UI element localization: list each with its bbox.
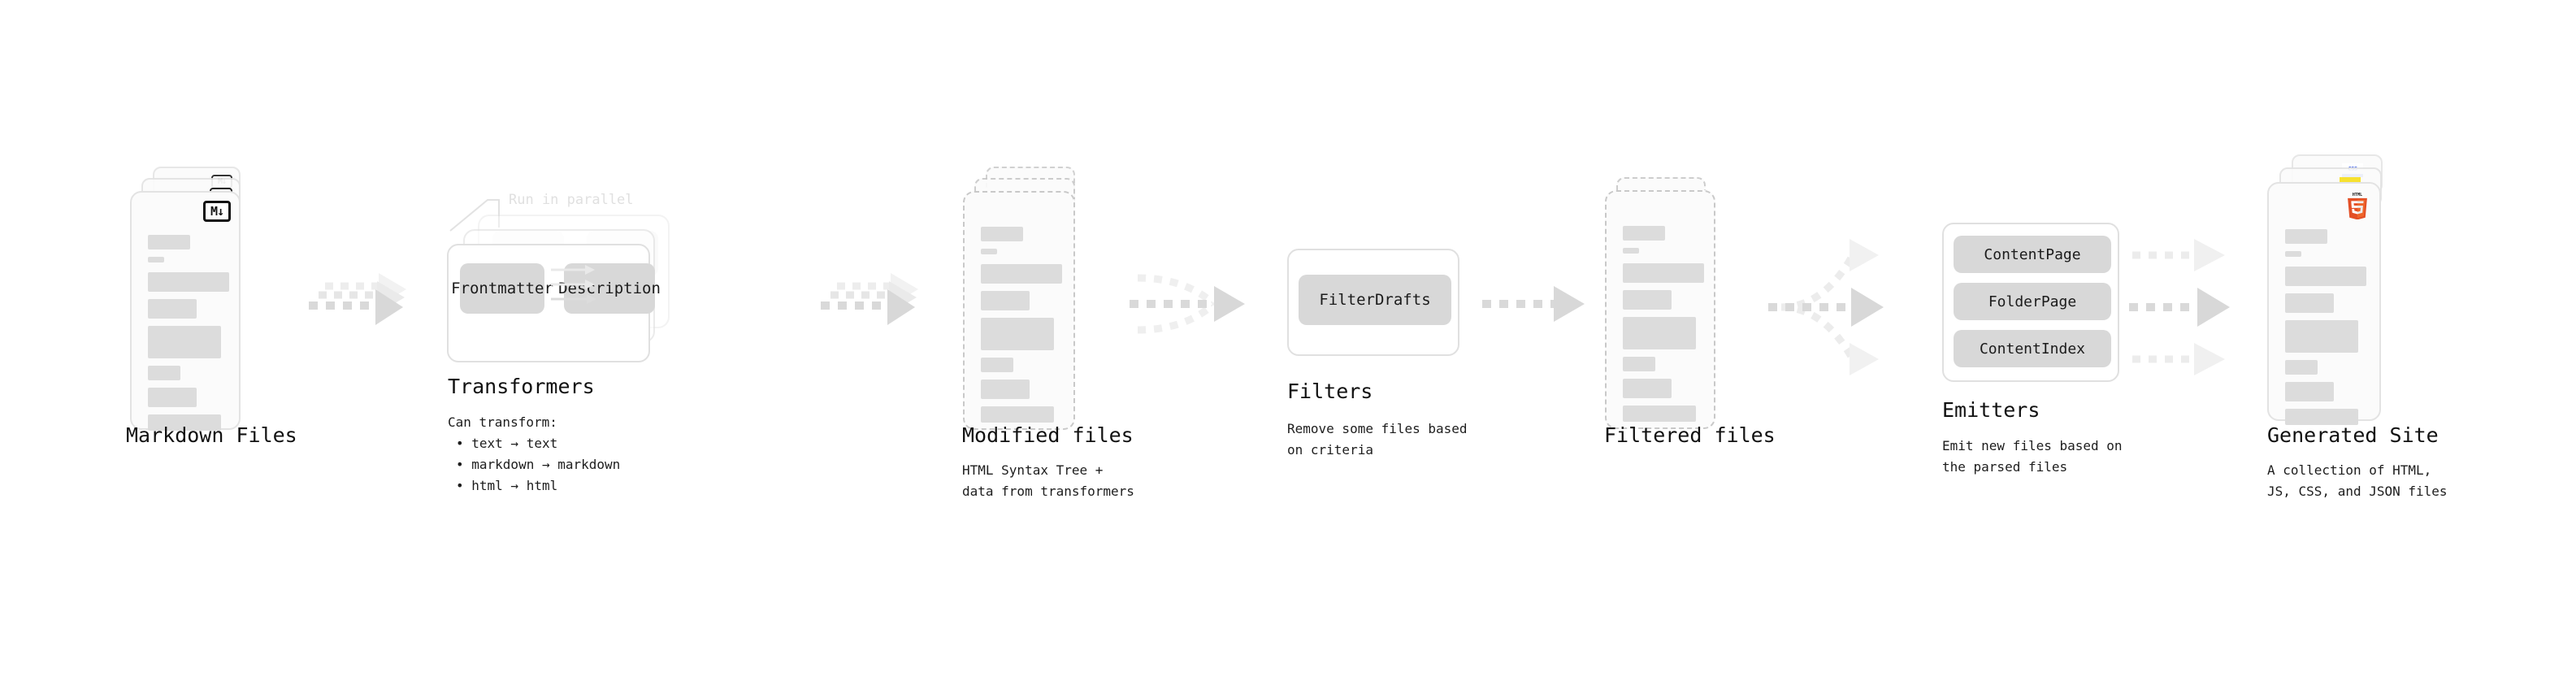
skeleton-bar bbox=[2285, 229, 2327, 244]
skeleton-bar bbox=[1623, 357, 1655, 371]
stage-title-generated-site: Generated Site bbox=[2267, 423, 2439, 447]
stage-title-emitters: Emitters bbox=[1942, 398, 2040, 422]
connector-filters-to-filtered bbox=[1482, 286, 1585, 322]
transformers-bullet-0: • text → text bbox=[456, 436, 558, 451]
filtered-page-front bbox=[1605, 190, 1715, 429]
skeleton-bar bbox=[1623, 263, 1704, 283]
chip-frontmatter[interactable]: Frontmatter bbox=[451, 263, 553, 314]
skeleton-bar bbox=[148, 366, 180, 380]
transformer-panel-front[interactable]: Frontmatter Description bbox=[447, 244, 661, 362]
doc-skeleton bbox=[1623, 226, 1704, 429]
skeleton-bar bbox=[981, 249, 997, 254]
filters-caption: Remove some files based on criteria bbox=[1287, 421, 1468, 458]
skeleton-bar bbox=[981, 318, 1054, 350]
skeleton-bar bbox=[2285, 382, 2334, 401]
doc-skeleton bbox=[981, 227, 1062, 430]
skeleton-bar bbox=[981, 406, 1054, 423]
html5-icon: HTML bbox=[2348, 193, 2367, 219]
skeleton-bar bbox=[1623, 248, 1639, 254]
markdown-page-front: M↓ bbox=[130, 191, 241, 431]
skeleton-bar bbox=[981, 380, 1030, 399]
skeleton-bar bbox=[981, 227, 1023, 241]
skeleton-bar bbox=[148, 272, 229, 292]
chip-contentindex[interactable]: ContentIndex bbox=[1954, 330, 2111, 367]
skeleton-bar bbox=[1623, 406, 1696, 422]
skeleton-bar bbox=[2285, 251, 2301, 257]
skeleton-bar bbox=[148, 257, 164, 262]
run-in-parallel-leader bbox=[449, 199, 500, 232]
chip-filterdrafts[interactable]: FilterDrafts bbox=[1299, 275, 1451, 325]
svg-text:HTML: HTML bbox=[2353, 193, 2362, 197]
skeleton-bar bbox=[1623, 290, 1672, 310]
skeleton-bar bbox=[981, 358, 1013, 372]
stage-title-filtered-files: Filtered files bbox=[1604, 423, 1776, 447]
connector-emitters-to-site bbox=[2129, 239, 2230, 375]
site-page-html: HTML bbox=[2267, 182, 2381, 425]
connector-modified-to-filters bbox=[1130, 274, 1245, 334]
skeleton-bar bbox=[148, 326, 221, 358]
skeleton-bar bbox=[148, 299, 197, 319]
stage-title-transformers: Transformers bbox=[448, 375, 595, 398]
skeleton-bar bbox=[2285, 409, 2358, 425]
doc-skeleton bbox=[148, 235, 229, 438]
skeleton-bar bbox=[1623, 379, 1672, 398]
connector-filtered-to-emitters bbox=[1768, 239, 1884, 375]
run-in-parallel-annotation: Run in parallel bbox=[509, 192, 634, 208]
modified-files-caption: HTML Syntax Tree + data from transformer… bbox=[962, 462, 1134, 499]
filters-panel[interactable]: FilterDrafts bbox=[1287, 249, 1459, 356]
skeleton-bar bbox=[2285, 267, 2366, 286]
chip-folderpage[interactable]: FolderPage bbox=[1954, 283, 2111, 320]
skeleton-bar bbox=[981, 291, 1030, 310]
skeleton-bar bbox=[2285, 360, 2318, 375]
connector-md-to-transformers bbox=[309, 273, 406, 325]
emitters-caption: Emit new files based on the parsed files bbox=[1942, 438, 2123, 475]
stage-title-markdown-files: Markdown Files bbox=[126, 423, 297, 447]
chip-contentpage[interactable]: ContentPage bbox=[1954, 236, 2111, 273]
skeleton-bar bbox=[2285, 293, 2334, 313]
stage-title-filters: Filters bbox=[1287, 380, 1373, 403]
skeleton-bar bbox=[148, 414, 221, 431]
markdown-icon: M↓ bbox=[203, 201, 231, 222]
modified-page-front bbox=[963, 191, 1075, 430]
doc-skeleton bbox=[2285, 229, 2366, 432]
transformers-bullet-2: • html → html bbox=[456, 478, 558, 493]
skeleton-bar bbox=[2285, 320, 2358, 353]
emitters-panel[interactable]: ContentPage FolderPage ContentIndex bbox=[1942, 223, 2119, 382]
skeleton-bar bbox=[148, 388, 197, 407]
stage-title-modified-files: Modified files bbox=[962, 423, 1134, 447]
skeleton-bar bbox=[148, 235, 190, 249]
skeleton-bar bbox=[981, 264, 1062, 284]
generated-site-caption: A collection of HTML, JS, CSS, and JSON … bbox=[2267, 462, 2448, 499]
transformers-bullet-1: • markdown → markdown bbox=[456, 457, 621, 472]
chip-connector-arrows bbox=[551, 265, 596, 304]
skeleton-bar bbox=[1623, 226, 1665, 241]
skeleton-bar bbox=[1623, 317, 1696, 349]
connector-transformers-to-modified bbox=[821, 273, 918, 325]
transformers-caption-heading: Can transform: bbox=[448, 414, 557, 430]
